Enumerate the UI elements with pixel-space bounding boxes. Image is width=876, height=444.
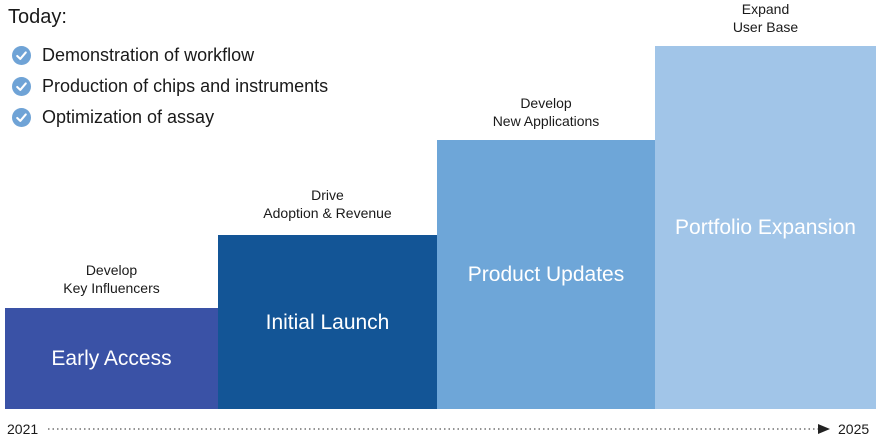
- stage-name: Early Access: [51, 346, 172, 370]
- stage-label-line: Adoption & Revenue: [263, 205, 392, 221]
- stage-early-access: Early Access: [5, 308, 218, 409]
- stage-name: Initial Launch: [265, 311, 390, 334]
- timeline-start-year: 2021: [7, 421, 39, 437]
- today-item-label: Demonstration of workflow: [42, 45, 255, 65]
- check-circle-icon: [12, 46, 31, 65]
- arrow-right-icon: [818, 424, 830, 434]
- stage-initial-launch: Initial Launch: [218, 235, 437, 409]
- stage-label-line: New Applications: [492, 113, 600, 129]
- stage-label-early-access: Develop Key Influencers: [5, 261, 218, 297]
- stage-label-line: Key Influencers: [63, 280, 160, 296]
- today-item-label: Production of chips and instruments: [42, 76, 329, 96]
- stage-label-product-updates: Develop New Applications: [437, 94, 655, 130]
- stage-product-updates: Product Updates: [437, 140, 655, 409]
- stage-label-line: Develop: [85, 262, 138, 278]
- today-list: Demonstration of workflow Production of …: [12, 40, 328, 133]
- stage-name: Portfolio Expansion: [675, 215, 856, 239]
- today-item: Optimization of assay: [12, 102, 328, 133]
- check-circle-icon: [12, 108, 31, 127]
- stage-label-line: User Base: [732, 19, 799, 35]
- stage-label-initial-launch: Drive Adoption & Revenue: [218, 186, 437, 222]
- today-item-label: Optimization of assay: [42, 107, 215, 127]
- stage-portfolio-expansion: Portfolio Expansion: [655, 46, 876, 409]
- stage-label-line: Drive: [311, 187, 344, 203]
- stage-label-portfolio-expansion: Expand User Base: [655, 0, 876, 36]
- stage-label-line: Develop: [520, 95, 572, 111]
- timeline-end-year: 2025: [838, 421, 870, 437]
- check-circle-icon: [12, 77, 31, 96]
- today-item: Demonstration of workflow: [12, 40, 328, 71]
- stage-name: Product Updates: [467, 262, 625, 286]
- today-title: Today:: [8, 6, 67, 28]
- today-item: Production of chips and instruments: [12, 71, 328, 102]
- stage-label-line: Expand: [741, 1, 790, 17]
